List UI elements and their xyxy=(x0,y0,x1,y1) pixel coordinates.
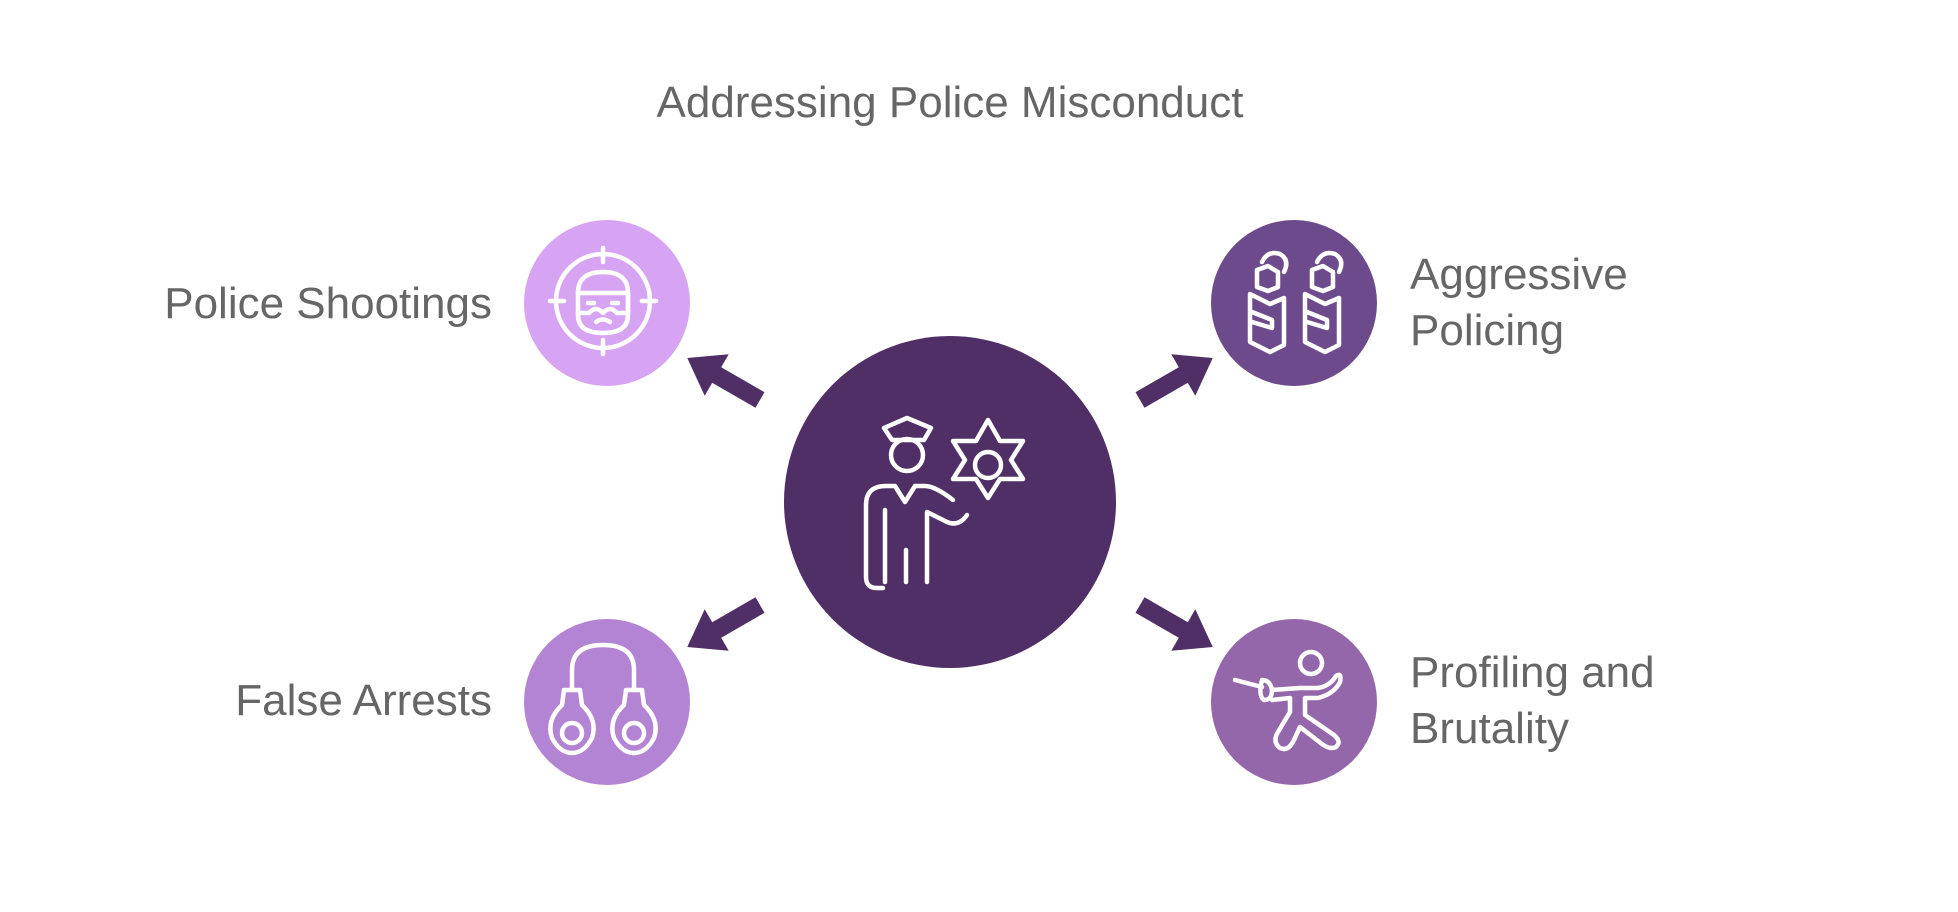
target-masked-face-icon xyxy=(547,245,659,357)
label-profiling-brutality: Profiling and Brutality xyxy=(1410,645,1655,757)
arrow-to-police-shootings xyxy=(687,354,765,408)
diagram-title: Addressing Police Misconduct xyxy=(656,78,1244,127)
node-false-arrests xyxy=(524,619,690,785)
node-profiling-brutality xyxy=(1211,619,1377,785)
label-police-shootings: Police Shootings xyxy=(164,279,492,328)
arrow-to-false-arrests xyxy=(687,597,765,651)
fencer-icon xyxy=(1232,649,1343,752)
label-false-arrests: False Arrests xyxy=(235,676,492,725)
arrows xyxy=(687,354,1213,651)
police-officer-badge-icon xyxy=(863,415,1026,591)
label-profiling-brutality-line2: Brutality xyxy=(1410,704,1569,753)
riot-shields-icon xyxy=(1247,250,1344,355)
label-profiling-brutality-line1: Profiling and xyxy=(1410,648,1655,697)
label-aggressive-policing-line2: Policing xyxy=(1410,306,1565,355)
label-aggressive-policing-line1: Aggressive xyxy=(1410,250,1628,299)
node-aggressive-policing xyxy=(1211,220,1377,386)
center-node xyxy=(778,330,1122,674)
arrow-to-aggressive-policing xyxy=(1135,354,1213,408)
node-police-shootings xyxy=(524,220,690,386)
label-aggressive-policing: Aggressive Policing xyxy=(1410,247,1628,359)
handcuffs-icon xyxy=(548,642,658,756)
arrow-to-profiling-brutality xyxy=(1135,597,1213,651)
